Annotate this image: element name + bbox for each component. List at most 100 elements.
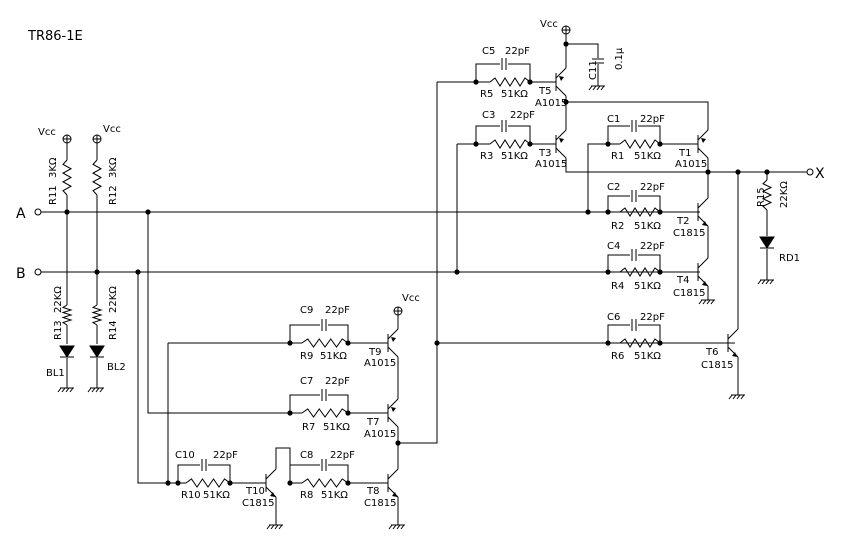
t5-type: A1015 bbox=[535, 98, 567, 109]
terminal-a bbox=[34, 208, 42, 216]
c8-name: C8 bbox=[300, 450, 313, 461]
wire bbox=[147, 212, 290, 414]
capacitor-c3 bbox=[501, 120, 507, 132]
capacitor-c4 bbox=[631, 249, 637, 261]
capacitor-c6 bbox=[631, 319, 637, 331]
ground-symbol bbox=[87, 387, 104, 393]
capacitor-c9 bbox=[321, 319, 327, 331]
c3-name: C3 bbox=[482, 110, 495, 121]
t7-type: A1015 bbox=[364, 429, 396, 440]
junction-dot bbox=[705, 169, 711, 175]
ground-symbol bbox=[266, 524, 283, 530]
junction-dot bbox=[227, 480, 233, 486]
wire bbox=[289, 464, 320, 483]
c2-value: 22pF bbox=[640, 182, 665, 193]
terminal-b bbox=[34, 268, 42, 276]
c10-name: C10 bbox=[175, 450, 195, 461]
t5-name: T5 bbox=[538, 86, 551, 97]
junction-dot bbox=[657, 269, 663, 275]
wire bbox=[328, 324, 349, 343]
r14-value: 22KΩ bbox=[108, 286, 119, 313]
bl2-label: BL2 bbox=[107, 362, 126, 373]
c4-name: C4 bbox=[607, 241, 620, 252]
c7-value: 22pF bbox=[325, 376, 350, 387]
t1-name: T1 bbox=[678, 148, 691, 159]
resistor-r8 bbox=[301, 478, 349, 488]
vcc-r12 bbox=[92, 134, 102, 144]
vcc-t9 bbox=[393, 306, 403, 316]
wire bbox=[566, 43, 599, 58]
c8-value: 22pF bbox=[330, 450, 355, 461]
bl1-label: BL1 bbox=[46, 368, 65, 379]
c11-name: C11 bbox=[588, 60, 599, 80]
junction-dot bbox=[605, 269, 611, 275]
wire bbox=[566, 101, 709, 130]
r14-name: R14 bbox=[108, 320, 119, 340]
r8-name: R8 bbox=[300, 490, 313, 501]
c5-value: 22pF bbox=[505, 46, 530, 57]
r7-value: 51KΩ bbox=[323, 422, 350, 433]
transistor-t4 bbox=[690, 257, 709, 287]
junction-dot bbox=[764, 169, 770, 175]
resistor-r2 bbox=[619, 207, 661, 217]
wire bbox=[607, 254, 630, 272]
wire bbox=[638, 125, 661, 144]
junction-dot bbox=[605, 209, 611, 215]
ground-symbol bbox=[698, 299, 715, 305]
schematic-title: TR86-1E bbox=[27, 29, 83, 44]
junction-dot bbox=[175, 480, 181, 486]
ground-symbol bbox=[728, 394, 745, 400]
vcc-r11 bbox=[62, 134, 72, 144]
t3-name: T3 bbox=[538, 148, 551, 159]
capacitor-c10 bbox=[201, 459, 207, 471]
ground-symbol bbox=[57, 387, 74, 393]
junction-dot bbox=[94, 269, 100, 275]
vcc-label-r12: Vcc bbox=[103, 124, 121, 135]
t9-name: T9 bbox=[368, 347, 381, 358]
r12-value: 3KΩ bbox=[108, 157, 119, 178]
c11-value: 0.1μ bbox=[614, 47, 625, 70]
junction-dot bbox=[135, 269, 141, 275]
led-bl2 bbox=[89, 345, 105, 358]
r11-name: R11 bbox=[48, 185, 59, 205]
junction-dot bbox=[64, 209, 70, 215]
r6-value: 51KΩ bbox=[634, 351, 661, 362]
t10-type: C1815 bbox=[242, 498, 274, 509]
transistor-t7 bbox=[380, 398, 399, 428]
resistor-r14 bbox=[91, 304, 103, 326]
t3-type: A1015 bbox=[535, 159, 567, 170]
transistor-t6 bbox=[720, 328, 739, 358]
r9-value: 51KΩ bbox=[320, 351, 347, 362]
labels: TR86-1E A B X Vcc Vcc Vcc Vcc C5 22pF R5… bbox=[16, 19, 825, 509]
resistor-r13 bbox=[61, 304, 73, 326]
junction-dot bbox=[345, 410, 351, 416]
vcc-label-t5: Vcc bbox=[540, 19, 558, 30]
r7-name: R7 bbox=[302, 422, 315, 433]
vcc-t5 bbox=[561, 25, 571, 35]
wire bbox=[565, 158, 807, 173]
c4-value: 22pF bbox=[640, 241, 665, 252]
c9-value: 22pF bbox=[325, 305, 350, 316]
wire bbox=[328, 394, 349, 413]
components bbox=[34, 25, 814, 530]
r9-name: R9 bbox=[300, 351, 313, 362]
c5-name: C5 bbox=[482, 46, 495, 57]
r15-value: 22KΩ bbox=[779, 181, 790, 208]
vcc-label-t9: Vcc bbox=[402, 293, 420, 304]
terminal-x-label: X bbox=[815, 166, 825, 182]
t2-name: T2 bbox=[676, 216, 689, 227]
c9-name: C9 bbox=[300, 305, 313, 316]
junction-dot bbox=[473, 79, 479, 85]
junction-dot bbox=[473, 141, 479, 147]
resistor-r15 bbox=[761, 179, 773, 211]
r1-name: R1 bbox=[611, 151, 624, 162]
wire bbox=[328, 464, 349, 483]
ground-symbol bbox=[588, 85, 605, 91]
junction-dot bbox=[605, 141, 611, 147]
r10-value: 51KΩ bbox=[203, 490, 230, 501]
c1-name: C1 bbox=[607, 114, 620, 125]
wire bbox=[638, 195, 661, 212]
wire bbox=[398, 82, 438, 444]
wire bbox=[638, 324, 661, 343]
t10-name: T10 bbox=[245, 486, 265, 497]
